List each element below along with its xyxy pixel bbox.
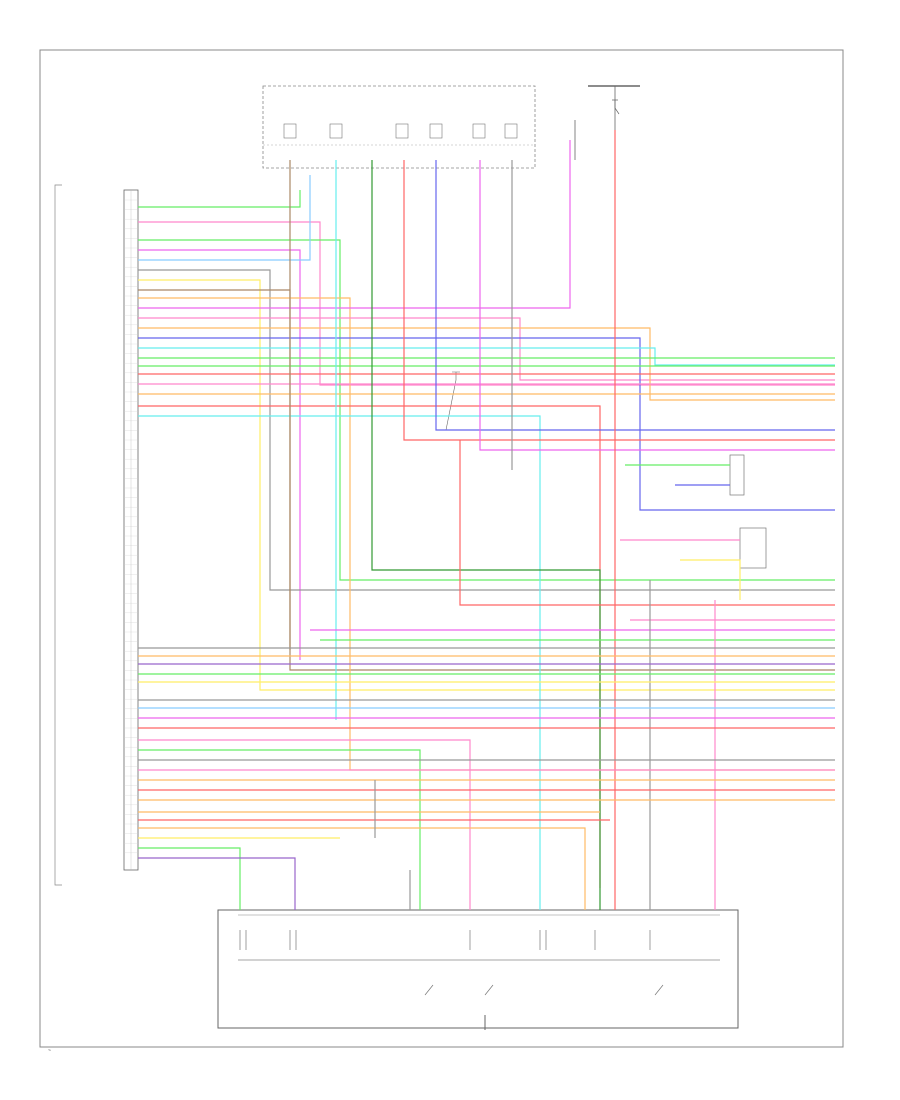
wire-lower-19: [138, 827, 586, 910]
wire-upper-14: [138, 347, 835, 366]
wire-top-6: [479, 160, 835, 451]
bottom-box-solenoids: [239, 930, 664, 996]
outer-frame: [39, 49, 844, 1048]
wire-upper-9: [138, 297, 835, 771]
wire-upper-10: [138, 140, 571, 309]
wire-upper-12: [138, 327, 835, 401]
left-bracket: [54, 184, 62, 886]
page-tag: ~: [48, 1048, 51, 1054]
wire-lower-22: [138, 857, 296, 910]
wire-upper-8: [138, 289, 835, 671]
wire-upper-2: [138, 221, 835, 386]
wire-upper-4: [138, 249, 301, 660]
wire-upper-21: [138, 415, 541, 910]
wire-upper-6: [138, 269, 835, 591]
wire-upper-13: [138, 337, 835, 511]
wire-lower-10: [138, 739, 471, 910]
wire-upper-20: [138, 405, 601, 888]
wire-upper-3: [138, 239, 835, 581]
wire-upper-7: [138, 279, 835, 691]
wire-lower-21: [138, 847, 241, 910]
wire-top-5: [435, 160, 835, 431]
wire-mid-1: [459, 440, 835, 606]
top-component-box: [262, 85, 536, 169]
top-right-switch-icon: [612, 99, 620, 115]
wire-mid-5: [680, 559, 741, 600]
wire-group: [138, 130, 835, 910]
wire-lower-11: [138, 749, 421, 910]
right-sensor-1: [729, 454, 745, 496]
wire-top-4: [403, 160, 835, 441]
top-component-pins: [283, 123, 518, 139]
center-switch-icon: [445, 371, 460, 431]
bottom-component-box: [217, 909, 739, 1029]
wire-top-3: [371, 160, 601, 910]
pin-group: [124, 199, 138, 853]
wire-upper-11: [138, 317, 835, 381]
right-sensor-2: [739, 527, 767, 569]
wire-upper-5: [138, 175, 311, 261]
wire-upper-1: [138, 190, 301, 208]
